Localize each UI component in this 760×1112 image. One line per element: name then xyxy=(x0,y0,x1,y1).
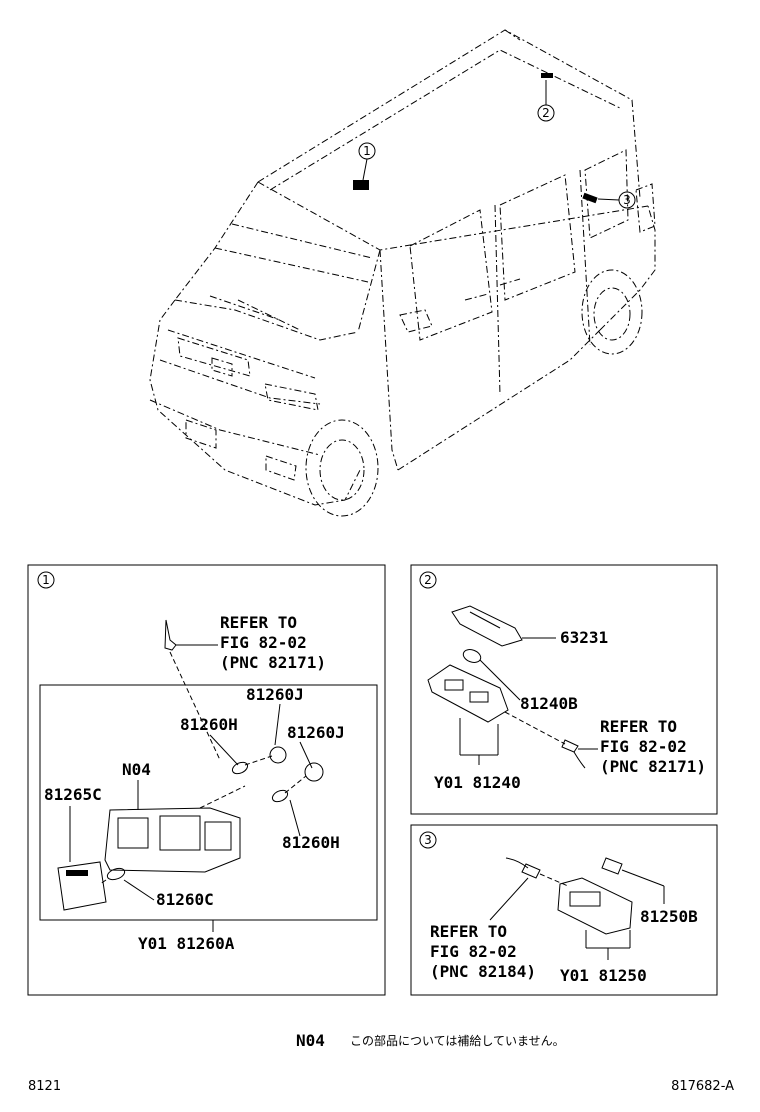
part-81240B: 81240B xyxy=(520,694,578,713)
panel2-assembly: Y01 81240 xyxy=(434,773,521,792)
panel1-refer-line2: FIG 82-02 xyxy=(220,633,307,652)
panel2-refer-line1: REFER TO xyxy=(600,717,677,736)
svg-text:1: 1 xyxy=(363,144,371,158)
panel-2: 2 63231 81240B REFER TO FIG 82-02 (PNC 8… xyxy=(410,564,718,815)
panel2-refer-line3: (PNC 82171) xyxy=(600,757,706,776)
note-code: N04 xyxy=(296,1031,325,1050)
part-81260C: 81260C xyxy=(156,890,214,909)
part-81260H-b: 81260H xyxy=(282,833,340,852)
panel3-refer-line1: REFER TO xyxy=(430,922,507,941)
panel1-refer-line3: (PNC 82171) xyxy=(220,653,326,672)
footer-right: 817682-A xyxy=(671,1079,734,1094)
part-63231: 63231 xyxy=(560,628,608,647)
svg-text:2: 2 xyxy=(542,106,550,120)
callout-1: 1 xyxy=(358,142,376,181)
svg-text:1: 1 xyxy=(42,573,50,587)
note-text: この部品については補給していません。 xyxy=(350,1033,565,1048)
vehicle-illustration xyxy=(149,29,656,517)
svg-text:3: 3 xyxy=(424,833,432,847)
panel-1: 1 REFER TO FIG 82-02 (PNC 82171) 81260J … xyxy=(27,564,386,996)
callout-3: 3 xyxy=(597,191,636,209)
panel1-assembly: Y01 81260A xyxy=(138,934,235,953)
part-81265C: 81265C xyxy=(44,785,102,804)
part-81260H-a: 81260H xyxy=(180,715,238,734)
panel1-refer-line1: REFER TO xyxy=(220,613,297,632)
panel2-refer-line2: FIG 82-02 xyxy=(600,737,687,756)
callout-2: 2 xyxy=(537,80,555,122)
part-81250B: 81250B xyxy=(640,907,698,926)
panel3-refer-line3: (PNC 82184) xyxy=(430,962,536,981)
panel-3: 3 REFER TO FIG 82-02 (PNC 82184) 81250B … xyxy=(410,824,718,996)
panel3-refer-line2: FIG 82-02 xyxy=(430,942,517,961)
footer-left: 8121 xyxy=(28,1079,61,1094)
svg-text:3: 3 xyxy=(623,193,631,207)
part-N04: N04 xyxy=(122,760,151,779)
panel3-assembly: Y01 81250 xyxy=(560,966,647,985)
part-81260J-a: 81260J xyxy=(246,685,304,704)
svg-text:2: 2 xyxy=(424,573,432,587)
note: N04 この部品については補給していません。 xyxy=(296,1031,565,1050)
part-81260J-b: 81260J xyxy=(287,723,345,742)
